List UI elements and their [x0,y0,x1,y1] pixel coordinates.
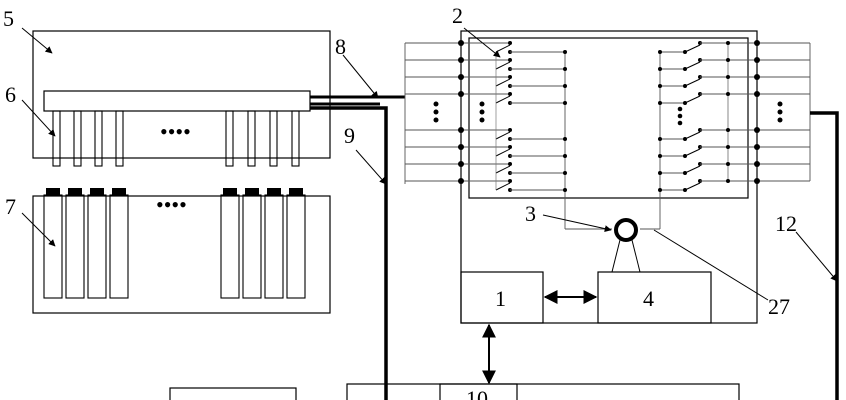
cable-12 [810,111,839,400]
right-nodes [726,40,783,184]
bottom-left-box [169,387,297,400]
label-9: 9 [344,123,355,148]
cable-9 [310,106,388,400]
host-label-10: 10 [466,386,488,400]
cell-ellipsis: •••• [156,192,187,217]
label-27: 27 [768,294,790,319]
probes-6 [52,110,300,167]
left-input-lines [404,42,510,184]
left-switch-nodes [508,41,512,192]
sensor-lead-left [611,239,621,273]
bottom-main-box [346,383,740,400]
left-switches [495,44,511,191]
right-bus [640,51,685,230]
left-nodes [433,40,485,184]
leader-lines [21,27,838,301]
current-sensor-3 [614,218,638,242]
label-7: 7 [5,194,16,219]
switch-matrix-2 [468,37,749,199]
label-2: 2 [452,3,463,28]
cell-caps [46,188,303,195]
cable-8 [310,95,405,106]
housing-7 [32,195,331,314]
right-switches [684,44,701,191]
measurement-box [597,271,712,324]
label-6: 6 [5,82,16,107]
right-output-lines [700,42,811,182]
left-bus-nodes [563,50,567,192]
probe-bar [43,90,311,112]
cabinet [460,30,758,324]
probe-ellipsis: •••• [160,119,191,144]
label-12: 12 [775,211,797,236]
housing-5 [32,30,331,159]
label-5: 5 [3,6,14,31]
host-box-10 [439,383,518,400]
label-8: 8 [335,34,346,59]
label-3: 3 [525,201,536,226]
control-unit-label: 1 [495,286,506,311]
sensor-lead-right [631,239,641,273]
control-unit-box [460,271,544,324]
measurement-label: 4 [643,286,654,311]
